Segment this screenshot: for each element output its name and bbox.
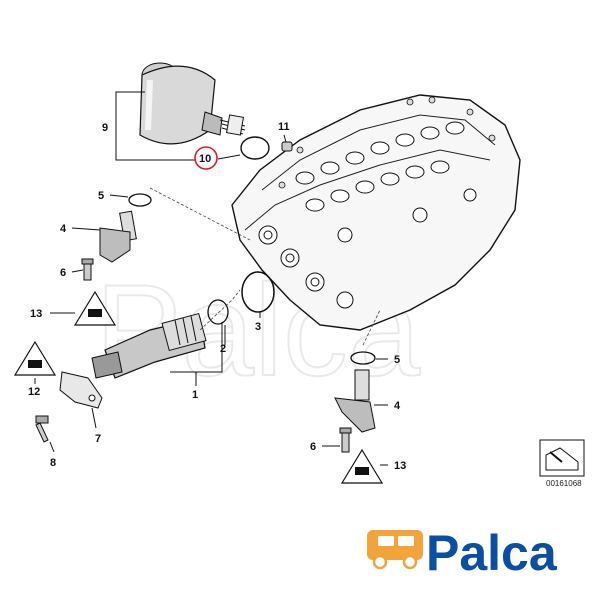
callout-12: 12 — [28, 386, 40, 398]
callout-4-lower: 4 — [394, 400, 401, 412]
palca-logo: Palca — [367, 525, 558, 581]
gasket-part-3 — [241, 271, 275, 313]
diagram-reference-icon — [539, 439, 585, 477]
callout-7: 7 — [95, 433, 101, 445]
screw-part-11 — [281, 141, 293, 152]
warning-label-part-12 — [13, 340, 57, 376]
warning-label-part-13-upper — [73, 290, 117, 326]
bolt-part-6-upper — [81, 258, 94, 281]
bolt-part-8 — [35, 415, 49, 443]
callout-2: 2 — [220, 343, 226, 355]
warning-label-part-13-lower — [340, 448, 384, 484]
cylinder-head — [231, 94, 521, 331]
callout-5-lower: 5 — [394, 354, 400, 366]
callout-6-upper: 6 — [60, 267, 66, 279]
bracket-part-7 — [59, 371, 103, 409]
brand-name: Palca — [426, 525, 558, 581]
seal-part-2 — [207, 299, 229, 325]
callout-9: 9 — [102, 122, 108, 134]
leader-lines — [34, 91, 388, 466]
seal-part-5-upper — [128, 193, 152, 207]
callout-6-lower: 6 — [310, 441, 316, 453]
bolt-part-6-lower — [339, 427, 352, 453]
seal-part-5-lower — [350, 351, 376, 365]
actuator-motor-part-9 — [139, 62, 246, 145]
o-ring-part-10 — [240, 136, 270, 160]
callout-3: 3 — [255, 321, 261, 333]
callout-13-lower: 13 — [394, 460, 406, 472]
callout-1: 1 — [192, 389, 198, 401]
callout-13-upper: 13 — [30, 308, 42, 320]
solenoid-valve-part-1 — [91, 312, 207, 379]
highlight-ring-part-10 — [194, 146, 218, 170]
callout-5-upper: 5 — [98, 190, 104, 202]
diagram-number: 00161068 — [546, 479, 582, 488]
sensor-part-4-lower — [334, 369, 376, 433]
callout-10: 10 — [199, 153, 211, 165]
callout-8: 8 — [50, 457, 56, 469]
callout-labels: 9 10 11 5 4 6 13 3 2 1 12 7 8 5 4 6 13 — [28, 121, 406, 472]
sensor-part-4-upper — [99, 210, 137, 263]
callout-4-upper: 4 — [60, 223, 67, 235]
callout-11: 11 — [278, 121, 290, 133]
